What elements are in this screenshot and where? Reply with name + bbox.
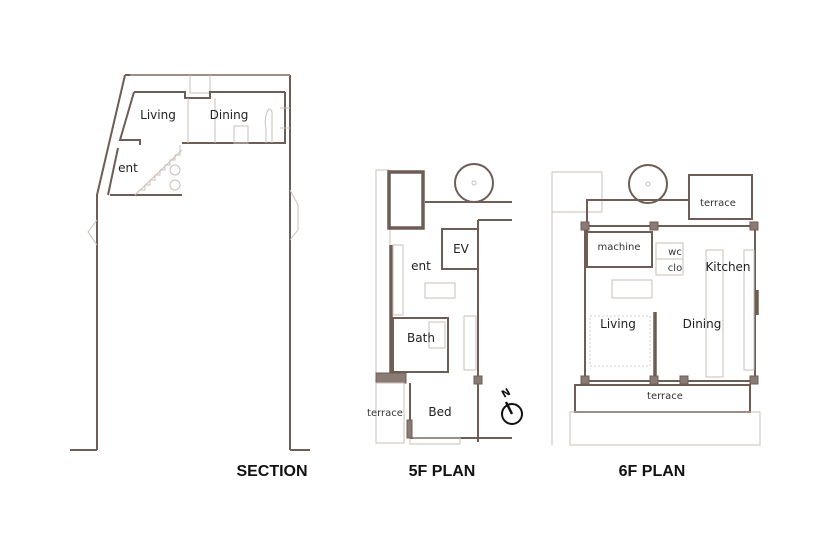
section-title: SECTION bbox=[236, 463, 307, 480]
room-label-terrace-top: terrace bbox=[700, 198, 736, 209]
plan-6f-drawing: terrace machine wc clo Kitchen Living Di… bbox=[551, 164, 761, 446]
room-label-living: Living bbox=[140, 108, 176, 122]
room-label-ev: EV bbox=[453, 242, 470, 256]
north-label: N bbox=[500, 387, 513, 401]
plan-5f-title: 5F PLAN bbox=[409, 463, 476, 480]
room-label-dining: Dining bbox=[210, 108, 249, 122]
room-label-living: Living bbox=[600, 317, 636, 331]
room-label-wc: wc bbox=[668, 247, 682, 258]
room-label-ent: ent bbox=[118, 161, 138, 175]
room-label-machine: machine bbox=[598, 242, 641, 253]
north-arrow-icon: N bbox=[500, 387, 523, 425]
room-label-bath: Bath bbox=[407, 331, 435, 345]
room-label-clo: clo bbox=[668, 263, 682, 274]
room-label-dining: Dining bbox=[683, 317, 722, 331]
room-label-terrace-bottom: terrace bbox=[647, 391, 683, 402]
room-label-ent: ent bbox=[411, 259, 431, 273]
plan-5f-drawing: EV ent Bath Bed terrace N bbox=[367, 163, 523, 445]
room-label-bed: Bed bbox=[428, 405, 451, 419]
section-drawing: Living Dining ent bbox=[70, 74, 310, 451]
room-label-kitchen: Kitchen bbox=[705, 260, 750, 274]
room-label-terrace: terrace bbox=[367, 408, 403, 419]
plan-6f-title: 6F PLAN bbox=[619, 463, 686, 480]
